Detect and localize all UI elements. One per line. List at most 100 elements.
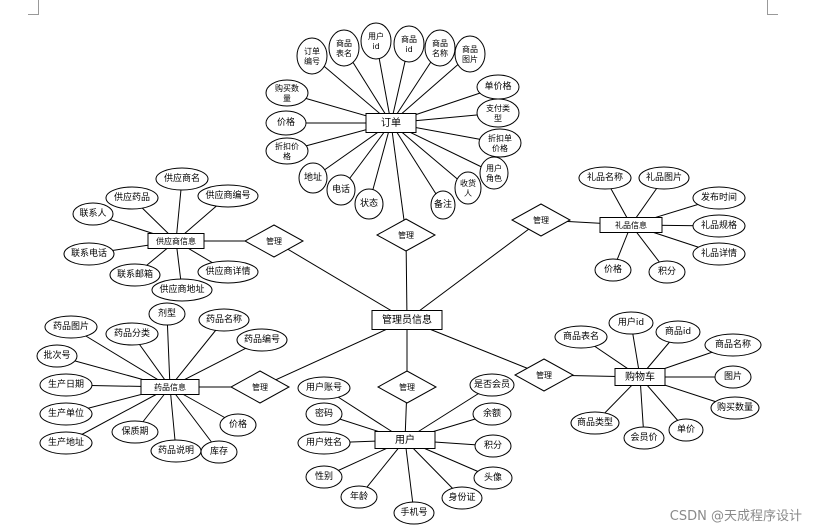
attribute-label-o1: 订单编号 (304, 46, 320, 66)
attribute-d8: 生产单位 (39, 402, 93, 426)
attribute-label-u7: 身份证 (448, 491, 475, 503)
attribute-c5: 图片 (714, 365, 752, 389)
attribute-label-u9: 积分 (484, 439, 502, 451)
attribute-s7: 供应商详情 (197, 260, 259, 284)
attribute-label-s6: 联系邮箱 (117, 268, 153, 280)
attribute-c4: 商品名称 (704, 333, 762, 357)
attribute-label-c4: 商品名称 (715, 338, 751, 350)
attribute-u4: 性别 (305, 465, 343, 489)
attribute-label-c9: 商品类型 (577, 416, 613, 428)
attribute-label-u5: 年龄 (350, 490, 368, 502)
edge-u11 (404, 384, 493, 441)
attribute-o9: 折扣单价格 (478, 128, 522, 158)
attribute-d11: 药品说明 (150, 439, 202, 463)
page-corner-mark-left (28, 0, 39, 15)
attribute-c3: 商品id (655, 320, 701, 344)
attribute-u7: 身份证 (441, 486, 483, 510)
attribute-g5: 礼品详情 (692, 242, 746, 266)
attribute-d12: 库存 (200, 440, 238, 464)
attribute-label-o9: 折扣单价格 (488, 133, 512, 153)
attribute-label-s8: 供应商地址 (159, 283, 204, 295)
attribute-u5: 年龄 (340, 485, 378, 509)
relationship-r_gift: 管理 (510, 203, 572, 237)
attribute-s5: 联系电话 (63, 242, 115, 266)
attribute-o12: 备注 (430, 190, 456, 220)
attribute-o2: 商品表名 (328, 29, 360, 67)
relationship-label-r_supplier: 管理 (266, 236, 282, 246)
attribute-o14: 电话 (326, 174, 356, 206)
attribute-o16: 折扣价格 (265, 137, 309, 165)
edge-o11 (390, 122, 469, 189)
attribute-o13: 状态 (354, 188, 384, 220)
attribute-d13: 价格 (219, 413, 257, 437)
attribute-label-o16: 折扣价格 (275, 141, 299, 161)
attribute-label-o17: 价格 (277, 116, 295, 128)
attribute-label-o7: 单价格 (484, 80, 511, 92)
attribute-label-o8: 支付类型 (486, 103, 510, 123)
attribute-label-u2: 密码 (315, 407, 333, 419)
attribute-o7: 单价格 (476, 74, 520, 100)
relationship-r_supplier: 管理 (243, 224, 305, 258)
edge-o12 (390, 122, 444, 206)
attribute-d5: 药品编号 (236, 328, 288, 352)
attribute-u8: 头像 (473, 466, 513, 490)
edge-r_gift-admin (406, 219, 542, 321)
attribute-u3: 用户姓名 (297, 431, 351, 455)
attribute-d3: 药品图片 (44, 315, 98, 339)
relationship-label-r_drug: 管理 (252, 382, 268, 392)
relationship-label-r_order: 管理 (398, 230, 414, 240)
attribute-label-s7: 供应商详情 (205, 265, 250, 277)
attribute-label-u6: 手机号 (400, 506, 427, 518)
attribute-label-c2: 用户id (618, 316, 644, 328)
relationship-r_user: 管理 (376, 370, 438, 404)
edge-r_drug-admin (259, 319, 408, 388)
attribute-label-u4: 性别 (315, 470, 333, 482)
attribute-s8: 供应商地址 (151, 278, 213, 302)
attribute-label-g6: 价格 (604, 263, 622, 275)
page-corner-mark-right (767, 0, 778, 15)
edge-u6 (404, 439, 415, 514)
relationship-r_order: 管理 (375, 218, 437, 252)
attribute-s3: 供应商编号 (197, 184, 259, 208)
edge-o1 (311, 55, 392, 124)
attribute-u10: 余额 (472, 402, 512, 426)
attribute-label-d3: 药品图片 (53, 320, 89, 332)
attribute-label-c7: 单价 (677, 423, 695, 435)
attribute-g6: 价格 (594, 258, 632, 282)
attribute-c9: 商品类型 (570, 411, 620, 435)
attribute-label-u11: 是否会员 (474, 378, 510, 390)
attribute-g2: 礼品图片 (638, 166, 690, 190)
attribute-o1: 订单编号 (296, 37, 328, 75)
attribute-label-c3: 商品id (665, 325, 691, 337)
entity-label-user: 用户 (395, 433, 415, 446)
attribute-label-c8: 会员价 (630, 431, 657, 443)
attribute-label-s2: 供应药品 (114, 191, 150, 203)
attribute-c8: 会员价 (623, 426, 665, 450)
attribute-label-o13: 状态 (360, 197, 378, 209)
edge-d12 (169, 386, 220, 453)
entity-label-drug: 药品信息 (154, 382, 186, 392)
attribute-o6: 商品图片 (454, 35, 486, 73)
entity-label-admin: 管理员信息 (382, 313, 432, 326)
attribute-label-o14: 电话 (332, 183, 350, 195)
attribute-label-o5: 商品名称 (432, 38, 448, 58)
relationship-label-r_gift: 管理 (533, 215, 549, 225)
attribute-label-g2: 礼品图片 (646, 171, 682, 183)
attribute-d7: 生产日期 (39, 373, 93, 397)
attribute-label-o11: 收货人 (460, 178, 476, 198)
attribute-label-s1: 供应商名 (164, 172, 200, 184)
entity-label-supplier: 供应商信息 (156, 236, 196, 246)
attribute-label-u1: 用户账号 (306, 381, 342, 393)
attribute-label-d8: 生产单位 (48, 407, 84, 419)
relationship-r_drug: 管理 (229, 370, 291, 404)
attribute-d2: 药品名称 (198, 308, 250, 332)
attribute-label-c6: 购买数量 (717, 401, 753, 413)
attribute-u9: 积分 (474, 434, 512, 458)
attribute-label-g1: 礼品名称 (587, 171, 623, 183)
attribute-c7: 单价 (668, 418, 704, 442)
attribute-label-g7: 积分 (658, 265, 676, 277)
attribute-u6: 手机号 (393, 501, 435, 525)
